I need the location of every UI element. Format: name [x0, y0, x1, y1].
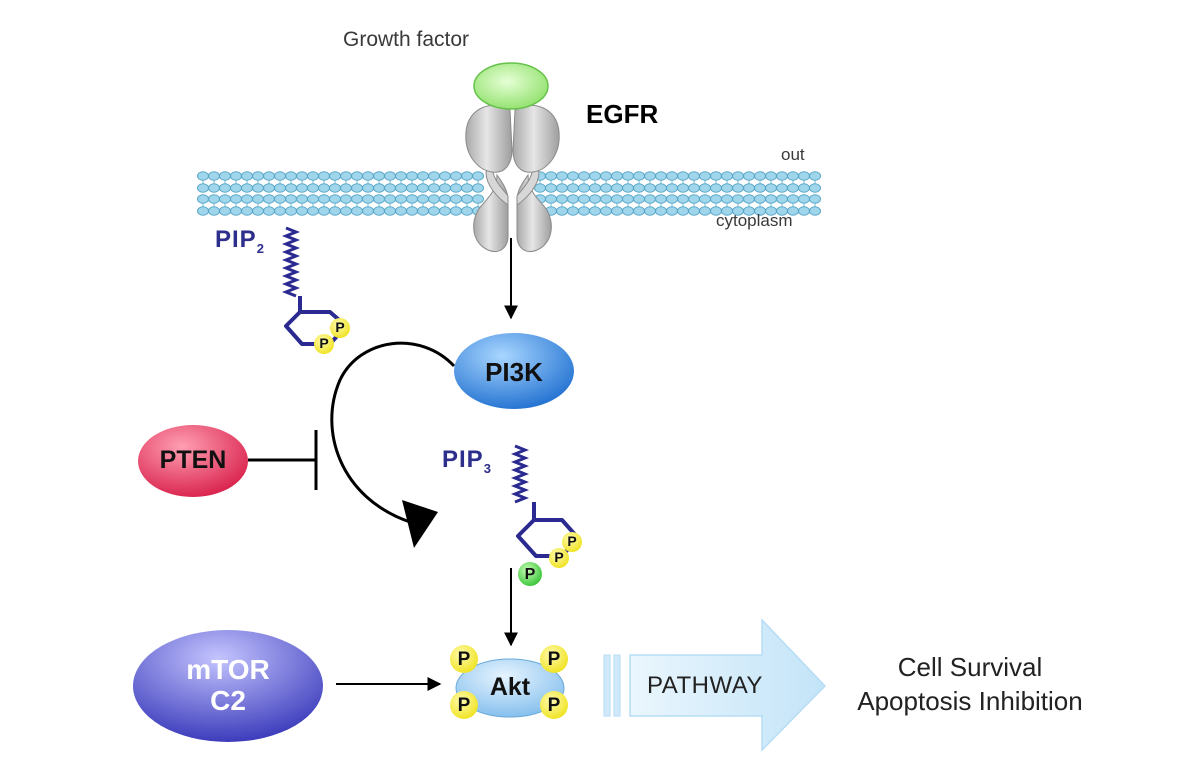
mtorc2-label-line1: mTOR	[186, 654, 270, 686]
pten-label: PTEN	[159, 446, 227, 475]
pip3-new-phosphate: P	[518, 562, 542, 586]
egfr-receptor	[465, 104, 560, 252]
membrane-out-label: out	[781, 145, 805, 164]
akt-phosphate-bottom-right: P	[540, 691, 568, 719]
pip2-phosphate-1: P	[330, 318, 350, 338]
akt-phosphate-bottom-left: P	[450, 691, 478, 719]
phospho-letter: P	[554, 549, 563, 565]
egfr-label: EGFR	[586, 99, 659, 129]
akt-phosphate-top-right: P	[540, 645, 568, 673]
pip3-subscript: 3	[483, 460, 492, 476]
phospho-letter: P	[335, 319, 344, 335]
membrane-cytoplasm-label: cytoplasm	[716, 211, 793, 230]
phospho-letter: P	[458, 695, 471, 716]
cell-membrane	[197, 171, 821, 216]
pip3-lipid	[510, 444, 580, 558]
pip3-base: PIP	[442, 446, 484, 473]
akt-label: Akt	[489, 673, 531, 702]
akt-node	[455, 658, 565, 718]
phospho-letter: P	[548, 695, 561, 716]
pip2-subscript: 2	[256, 240, 265, 256]
mtorc2-node	[133, 630, 323, 742]
pathway-label: PATHWAY	[647, 672, 763, 699]
phospho-letter: P	[525, 566, 536, 583]
pathway-outcome: Cell Survival Apoptosis Inhibition	[820, 650, 1120, 719]
pip3-phosphate-2: P	[549, 548, 569, 568]
phospho-letter: P	[548, 649, 561, 670]
outcome-cell-survival: Cell Survival	[897, 652, 1043, 682]
mtorc2-label-line2: C2	[210, 685, 246, 716]
outcome-apoptosis-inhibition: Apoptosis Inhibition	[857, 686, 1083, 717]
pip2-phosphate-2: P	[314, 334, 334, 354]
pten-node	[138, 425, 248, 497]
mtorc2-label: mTOR C2	[133, 630, 323, 742]
pip3-label: PIP3	[442, 446, 492, 476]
pi3k-node	[454, 333, 574, 409]
phospho-letter: P	[319, 335, 328, 351]
conversion-curve	[330, 341, 456, 524]
pip2-label: PIP2	[215, 226, 265, 256]
pip3-phosphate-1: P	[562, 532, 582, 552]
pi3k-label: PI3K	[485, 356, 543, 387]
phospho-letter: P	[567, 533, 576, 549]
growth-factor-ligand	[473, 62, 549, 110]
akt-phosphate-top-left: P	[450, 645, 478, 673]
conversion-arrowhead	[402, 500, 438, 548]
phospho-letter: P	[458, 649, 471, 670]
pip2-base: PIP	[215, 226, 257, 253]
growth-factor-label: Growth factor	[343, 28, 470, 51]
pathway-arrow	[603, 618, 827, 752]
